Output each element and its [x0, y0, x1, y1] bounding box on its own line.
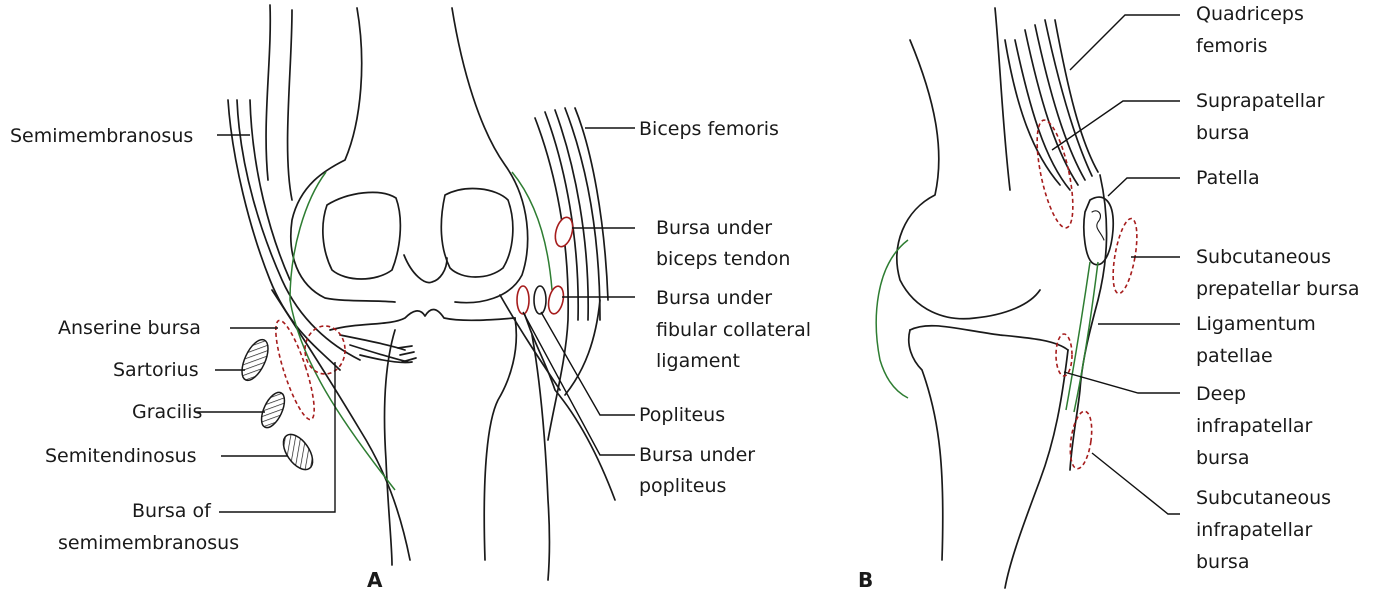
label-bursa-biceps-2: biceps tendon	[656, 248, 790, 270]
label-semimembranosus: Semimembranosus	[10, 125, 193, 147]
label-suprapatellar-2: bursa	[1196, 122, 1249, 144]
label-subcut-infra-1: Subcutaneous	[1196, 487, 1331, 509]
label-deep-infra-1: Deep	[1196, 383, 1246, 405]
label-quadriceps-1: Quadriceps	[1196, 3, 1304, 25]
label-prepatellar-2: prepatellar bursa	[1196, 278, 1360, 300]
gracilis-tendon	[257, 389, 289, 431]
sartorius-tendon	[237, 336, 274, 384]
panel-a-leaders	[196, 128, 635, 512]
bursa-under-fibular-collateral-ligament	[546, 285, 566, 315]
label-biceps-femoris: Biceps femoris	[639, 118, 779, 140]
label-bursa-popliteus-1: Bursa under	[639, 444, 755, 466]
label-bursa-fibular-2: fibular collateral	[656, 319, 811, 341]
label-lig-patellae-1: Ligamentum	[1196, 313, 1316, 335]
label-gracilis: Gracilis	[132, 401, 202, 423]
label-bursa-biceps-1: Bursa under	[656, 217, 772, 239]
label-popliteus: Popliteus	[639, 404, 725, 426]
panel-a-label: A	[367, 568, 383, 592]
deep-infrapatellar-bursa	[1056, 334, 1072, 376]
label-subcut-infra-3: bursa	[1196, 551, 1249, 573]
label-deep-infra-2: infrapatellar	[1196, 415, 1313, 437]
panel-b-label: B	[858, 568, 873, 592]
label-subcut-infra-2: infrapatellar	[1196, 519, 1313, 541]
subcutaneous-infrapatellar-bursa	[1067, 410, 1095, 470]
label-bursa-fibular-1: Bursa under	[656, 287, 772, 309]
label-sartorius: Sartorius	[113, 359, 199, 381]
label-quadriceps-2: femoris	[1196, 35, 1268, 57]
label-bursa-semimem-1: Bursa of	[132, 500, 212, 522]
label-bursa-popliteus-2: popliteus	[639, 475, 726, 497]
panel-b-drawing	[876, 8, 1113, 588]
label-semitendinosus: Semitendinosus	[45, 445, 197, 467]
label-deep-infra-3: bursa	[1196, 447, 1249, 469]
label-patella: Patella	[1196, 167, 1260, 189]
bursa-under-popliteus	[517, 286, 529, 314]
label-lig-patellae-2: patellae	[1196, 345, 1273, 367]
label-suprapatellar-1: Suprapatellar	[1196, 90, 1325, 112]
popliteus-tendon	[534, 286, 546, 314]
label-bursa-fibular-3: ligament	[656, 350, 740, 372]
label-bursa-semimem-2: semimembranosus	[58, 532, 239, 554]
semitendinosus-tendon	[278, 429, 319, 474]
suprapatellar-bursa	[1030, 117, 1080, 230]
label-anserine-bursa: Anserine bursa	[58, 317, 201, 339]
label-prepatellar-1: Subcutaneous	[1196, 246, 1331, 268]
